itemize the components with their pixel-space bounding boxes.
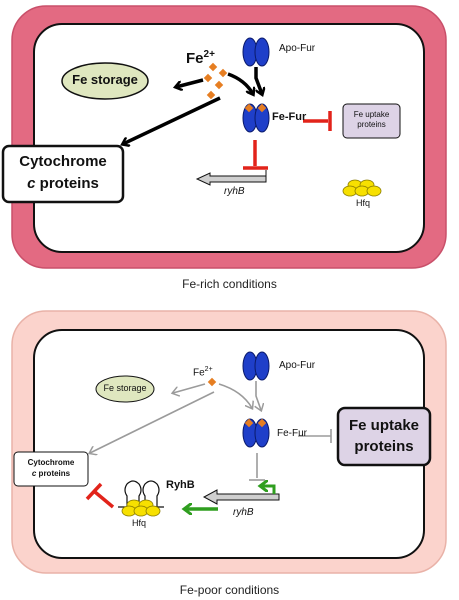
iron-to-fur-arrow — [227, 72, 253, 94]
apo-fur-to-fe-fur-arrow — [256, 381, 261, 410]
fe-rich-hfq — [342, 179, 382, 197]
fe-poor-fe-fur-dimer — [242, 418, 270, 448]
fe-rich-hfq-label: Hfq — [356, 198, 371, 208]
fe-poor-ryhb-gene — [202, 486, 280, 505]
fe-poor-caption: Fe-poor conditions — [179, 583, 280, 597]
ryhb-transcription-start-arrow — [262, 486, 276, 494]
apo-fur-to-fe-fur-arrow — [254, 67, 262, 94]
iron-to-storage-arrow — [173, 383, 206, 393]
fe-poor-iron-label: Fe2+ — [193, 366, 213, 379]
fe-poor-hfq-label: Hfq — [132, 518, 147, 528]
fe-rich-fe-storage-shape — [61, 62, 149, 100]
fe-poor-ryhb-gene-label: ryhB — [233, 507, 254, 518]
fe-poor-fe-storage-shape — [95, 375, 155, 403]
fe-rich-iron-ions — [203, 62, 228, 100]
fe-poor-fe-fur-label: Fe-Fur — [277, 428, 307, 439]
iron-to-cytochrome-arrow — [90, 391, 215, 453]
fe-poor-fe-uptake-box — [336, 406, 432, 467]
fe-rich-ryhb-gene-label: ryhB — [224, 186, 245, 197]
fe-poor-ryhb-represses-cytochrome — [85, 482, 115, 509]
fe-poor-cytochrome-box — [13, 451, 89, 487]
fe-poor-hfq — [121, 499, 161, 517]
fe-rich-caption: Fe-rich conditions — [182, 277, 277, 291]
iron-to-fur-arrow — [218, 383, 252, 408]
fe-poor-ryhb-rna-label: RyhB — [166, 479, 195, 491]
fe-rich-repression — [243, 111, 332, 170]
fe-poor-ryhb-hfq-complex — [118, 480, 164, 517]
fe-rich-apo-fur-dimer — [242, 37, 270, 67]
fe-rich-fe-fur-dimer — [242, 103, 270, 133]
fe-rich-fe-fur-label: Fe-Fur — [272, 111, 307, 123]
fe-poor-inactive-repression — [249, 429, 332, 481]
iron-to-storage-arrow — [176, 78, 204, 87]
iron-to-cytochrome-arrow — [123, 96, 221, 144]
fe-rich-apo-fur-label: Apo-Fur — [279, 43, 316, 54]
fe-poor-apo-fur-label: Apo-Fur — [279, 360, 316, 371]
fe-poor-inactive-arrows — [90, 381, 261, 453]
fe-poor-apo-fur-dimer — [242, 351, 270, 381]
fe-rich-cytochrome-box — [1, 144, 125, 204]
fe-rich-fe-uptake-box — [342, 103, 401, 139]
fe-rich-ryhb-gene — [195, 170, 267, 186]
fe-rich-fe-storage-label: Fe storage — [72, 72, 138, 87]
fe-rich-iron-label: Fe2+ — [186, 49, 215, 67]
fe-poor-fe-storage-label: Fe storage — [103, 383, 147, 393]
fe-poor-iron-ion — [207, 377, 217, 387]
fe-rich-activation-arrows — [123, 67, 262, 144]
